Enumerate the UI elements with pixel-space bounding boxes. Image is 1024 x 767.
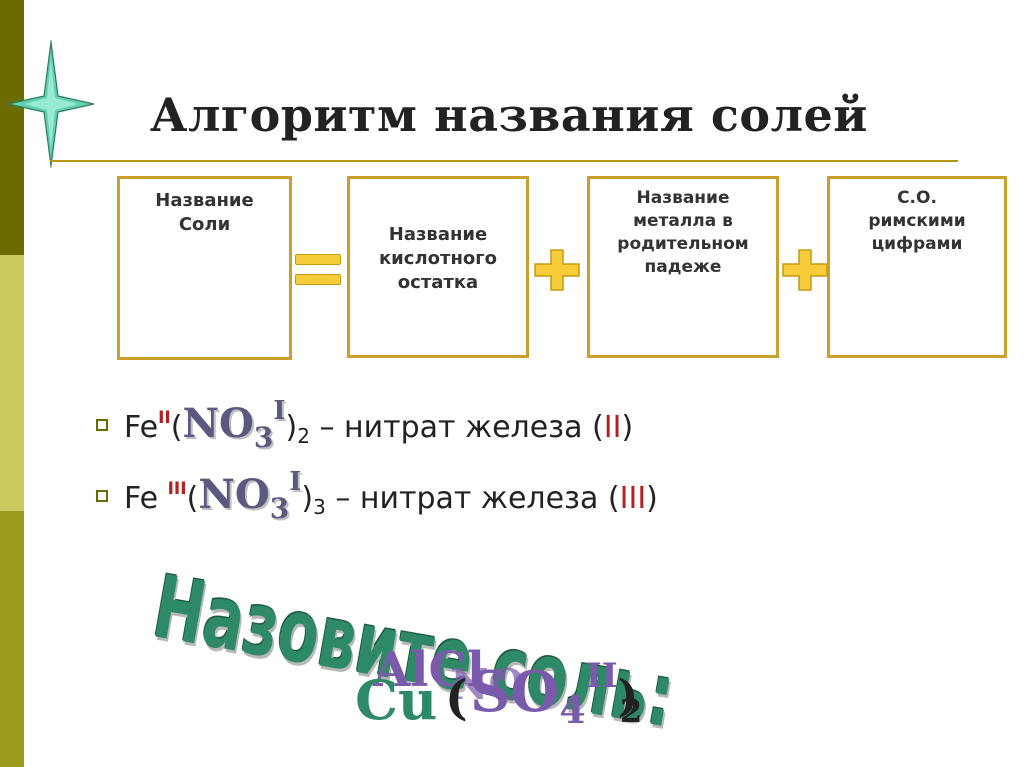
bar-segment-dark [0,0,24,255]
example-name-text: – нитрат железа ( [325,481,620,516]
bullet-square-icon [96,419,108,431]
bullet-square-icon [96,490,108,502]
roman-numeral: III [619,481,647,516]
box-salt-name: Название Соли [117,176,292,360]
plus-icon [534,249,580,291]
slide-title: Алгоритм названия солей [150,88,868,142]
box-oxidation-roman: С.О. римскими цифрами [827,176,1007,358]
count-subscript: 2 [297,424,310,448]
example-line: FeII(NO3I)2 – нитрат железа (II) [96,396,633,454]
metal-oxidation: II [158,408,171,428]
anion-formula: NO3I [198,467,302,525]
title-underline [50,160,958,162]
formula-no: NO [450,660,525,709]
sparkle-star-icon [8,40,94,168]
formula-cu: Cu [355,668,438,732]
plus-icon [782,249,828,291]
overlapping-formulas: AlCl NO Cu ( SO4II) 2 [355,642,655,732]
bar-segment-light [0,255,24,511]
anion-formula: NO3I [182,396,286,454]
left-decorative-bar [0,0,24,767]
metal-symbol: Fe [124,410,159,445]
metal-oxidation: III [167,479,187,499]
formula-so4: SO4II) [470,656,639,732]
bar-segment-olive [0,511,24,767]
formula-paren-open: ( [445,670,468,726]
formula-alcl: AlCl [373,642,485,698]
metal-symbol: Fe [124,481,168,516]
count-subscript: 3 [313,495,326,519]
example-name-text: – нитрат железа ( [309,410,604,445]
formula-count: 2 [620,692,643,730]
box-metal-genitive: Название металла в родительном падеже [587,176,779,358]
roman-numeral: II [603,410,622,445]
example-line: Fe III(NO3I)3 – нитрат железа (III) [96,467,658,525]
box-acid-residue: Название кислотного остатка [347,176,529,358]
equals-icon [295,252,341,290]
